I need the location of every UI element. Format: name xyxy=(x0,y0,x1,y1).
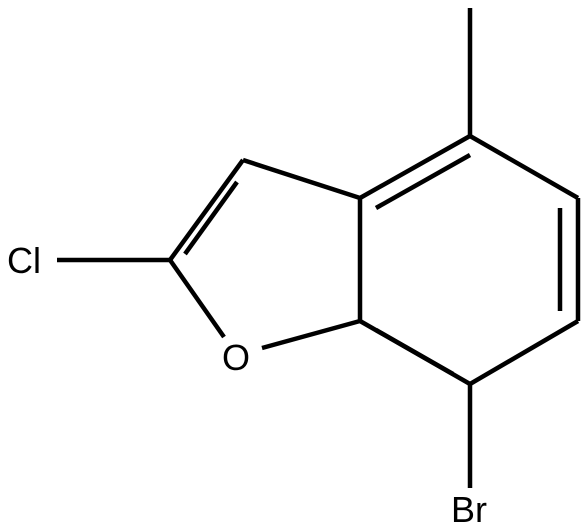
bond-c6-c7 xyxy=(468,319,580,386)
atom-label-oxygen: O xyxy=(222,337,250,378)
bond-c2-o1 xyxy=(168,258,226,339)
bond-c3a-c4-inner xyxy=(374,153,472,210)
bond-c3a-c3 xyxy=(242,157,361,201)
atom-label-bromine: Br xyxy=(451,489,487,530)
bond-o1-c7a xyxy=(261,318,361,351)
bond-c3-c2-inner xyxy=(183,180,239,256)
bond-c7-c7a-inner xyxy=(374,328,455,376)
bond-c4-c5 xyxy=(468,134,580,200)
bond-c3-c2-outer xyxy=(168,158,245,262)
atom-label-chlorine: Cl xyxy=(7,240,41,281)
bond-c3a-c4-outer xyxy=(358,134,472,200)
